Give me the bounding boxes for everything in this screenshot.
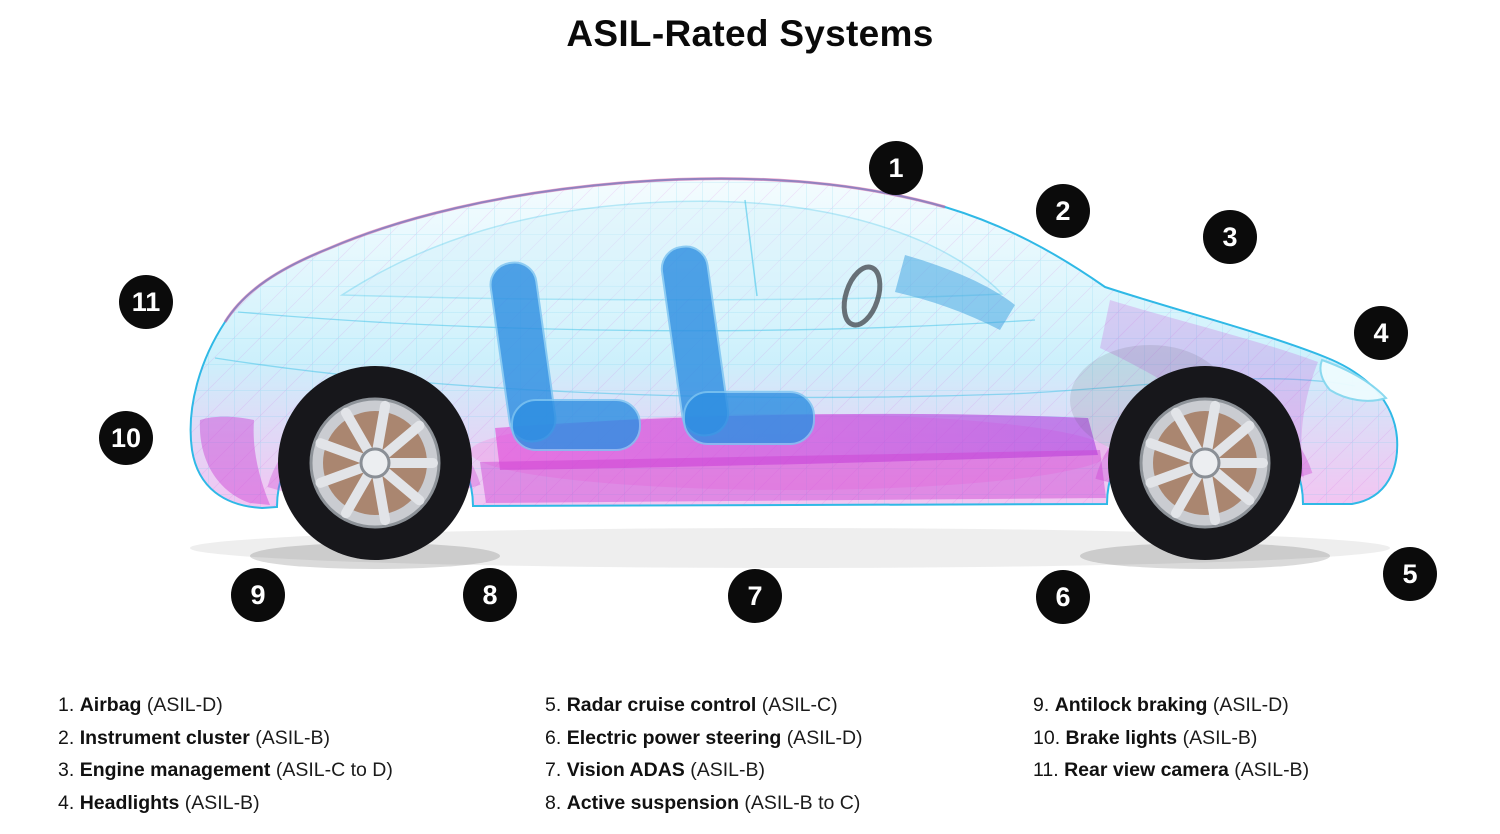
marker-9-antilock-braking: 9 <box>231 568 285 622</box>
legend-item-engine-management: 3. Engine management (ASIL-C to D) <box>58 754 393 787</box>
marker-1-airbag: 1 <box>869 141 923 195</box>
legend-item-name: Headlights <box>79 791 180 814</box>
marker-7-vision-adas: 7 <box>728 569 782 623</box>
legend-item-airbag: 1. Airbag (ASIL-D) <box>58 689 393 722</box>
legend-item-number: 11. <box>1033 759 1059 782</box>
legend-item-brake-lights: 10. Brake lights (ASIL-B) <box>1033 722 1309 755</box>
legend-column-2: 5. Radar cruise control (ASIL-C) 6. Elec… <box>545 689 863 819</box>
legend-item-name: Active suspension <box>566 791 739 814</box>
marker-4-headlights: 4 <box>1354 306 1408 360</box>
legend-item-name: Engine management <box>79 759 271 782</box>
legend-item-rating: (ASIL-C) <box>761 694 838 716</box>
legend-item-rating: (ASIL-C to D) <box>275 759 393 782</box>
marker-10-brake-lights: 10 <box>99 411 153 465</box>
legend-item-number: 7. <box>545 759 562 782</box>
legend-item-name: Radar cruise control <box>566 694 757 716</box>
legend-column-1: 1. Airbag (ASIL-D) 2. Instrument cluster… <box>58 689 393 819</box>
legend-item-name: Brake lights <box>1065 726 1178 749</box>
legend-item-number: 5. <box>545 694 562 716</box>
marker-2-instrument-cluster: 2 <box>1036 184 1090 238</box>
legend-item-headlights: 4. Headlights (ASIL-B) <box>58 787 393 820</box>
legend-item-number: 6. <box>545 726 562 749</box>
legend-item-number: 2. <box>58 726 75 749</box>
legend-item-number: 9. <box>1033 694 1050 716</box>
front-wheel <box>1108 366 1302 560</box>
marker-5-radar-cruise-control: 5 <box>1383 547 1437 601</box>
legend-item-rear-view-camera: 11. Rear view camera (ASIL-B) <box>1033 754 1309 787</box>
legend-item-rating: (ASIL-B) <box>255 726 330 749</box>
legend-item-number: 1. <box>58 694 75 716</box>
legend-item-name: Airbag <box>79 694 142 716</box>
legend-item-rating: (ASIL-B) <box>1182 726 1258 749</box>
legend-item-vision-adas: 7. Vision ADAS (ASIL-B) <box>545 754 863 787</box>
steering-wheel <box>841 264 883 328</box>
marker-3-engine-management: 3 <box>1203 210 1257 264</box>
legend-item-rating: (ASIL-B) <box>184 791 260 814</box>
legend-item-number: 8. <box>545 791 562 814</box>
legend-item-number: 3. <box>58 759 75 782</box>
legend-item-rating: (ASIL-B to C) <box>744 791 861 814</box>
legend-item-rating: (ASIL-D) <box>786 726 863 749</box>
legend-item-rating: (ASIL-D) <box>1212 694 1289 716</box>
rear-wheel <box>278 366 472 560</box>
marker-6-electric-power-steering: 6 <box>1036 570 1090 624</box>
legend-item-name: Antilock braking <box>1054 694 1208 716</box>
headlight <box>1319 358 1388 402</box>
page-title: ASIL-Rated Systems <box>566 13 934 54</box>
legend-item-rating: (ASIL-D) <box>146 694 223 716</box>
legend-item-number: 4. <box>58 791 75 814</box>
legend-item-instrument-cluster: 2. Instrument cluster (ASIL-B) <box>58 722 393 755</box>
legend-item-electric-power-steering: 6. Electric power steering (ASIL-D) <box>545 722 863 755</box>
legend-item-active-suspension: 8. Active suspension (ASIL-B to C) <box>545 787 863 820</box>
legend-item-name: Electric power steering <box>566 726 782 749</box>
car-body <box>189 177 1399 510</box>
legend-item-number: 10. <box>1033 726 1061 749</box>
legend-item-radar-cruise-control: 5. Radar cruise control (ASIL-C) <box>545 689 863 722</box>
legend-item-name: Vision ADAS <box>566 759 685 782</box>
marker-11-rear-view-camera: 11 <box>119 275 173 329</box>
legend-item-name: Instrument cluster <box>79 726 250 749</box>
legend-item-rating: (ASIL-B) <box>690 759 765 782</box>
legend-column-3: 9. Antilock braking (ASIL-D) 10. Brake l… <box>1033 689 1309 787</box>
legend-item-name: Rear view camera <box>1064 759 1229 782</box>
legend-item-antilock-braking: 9. Antilock braking (ASIL-D) <box>1033 689 1309 722</box>
marker-8-active-suspension: 8 <box>463 568 517 622</box>
legend-item-rating: (ASIL-B) <box>1234 759 1310 782</box>
